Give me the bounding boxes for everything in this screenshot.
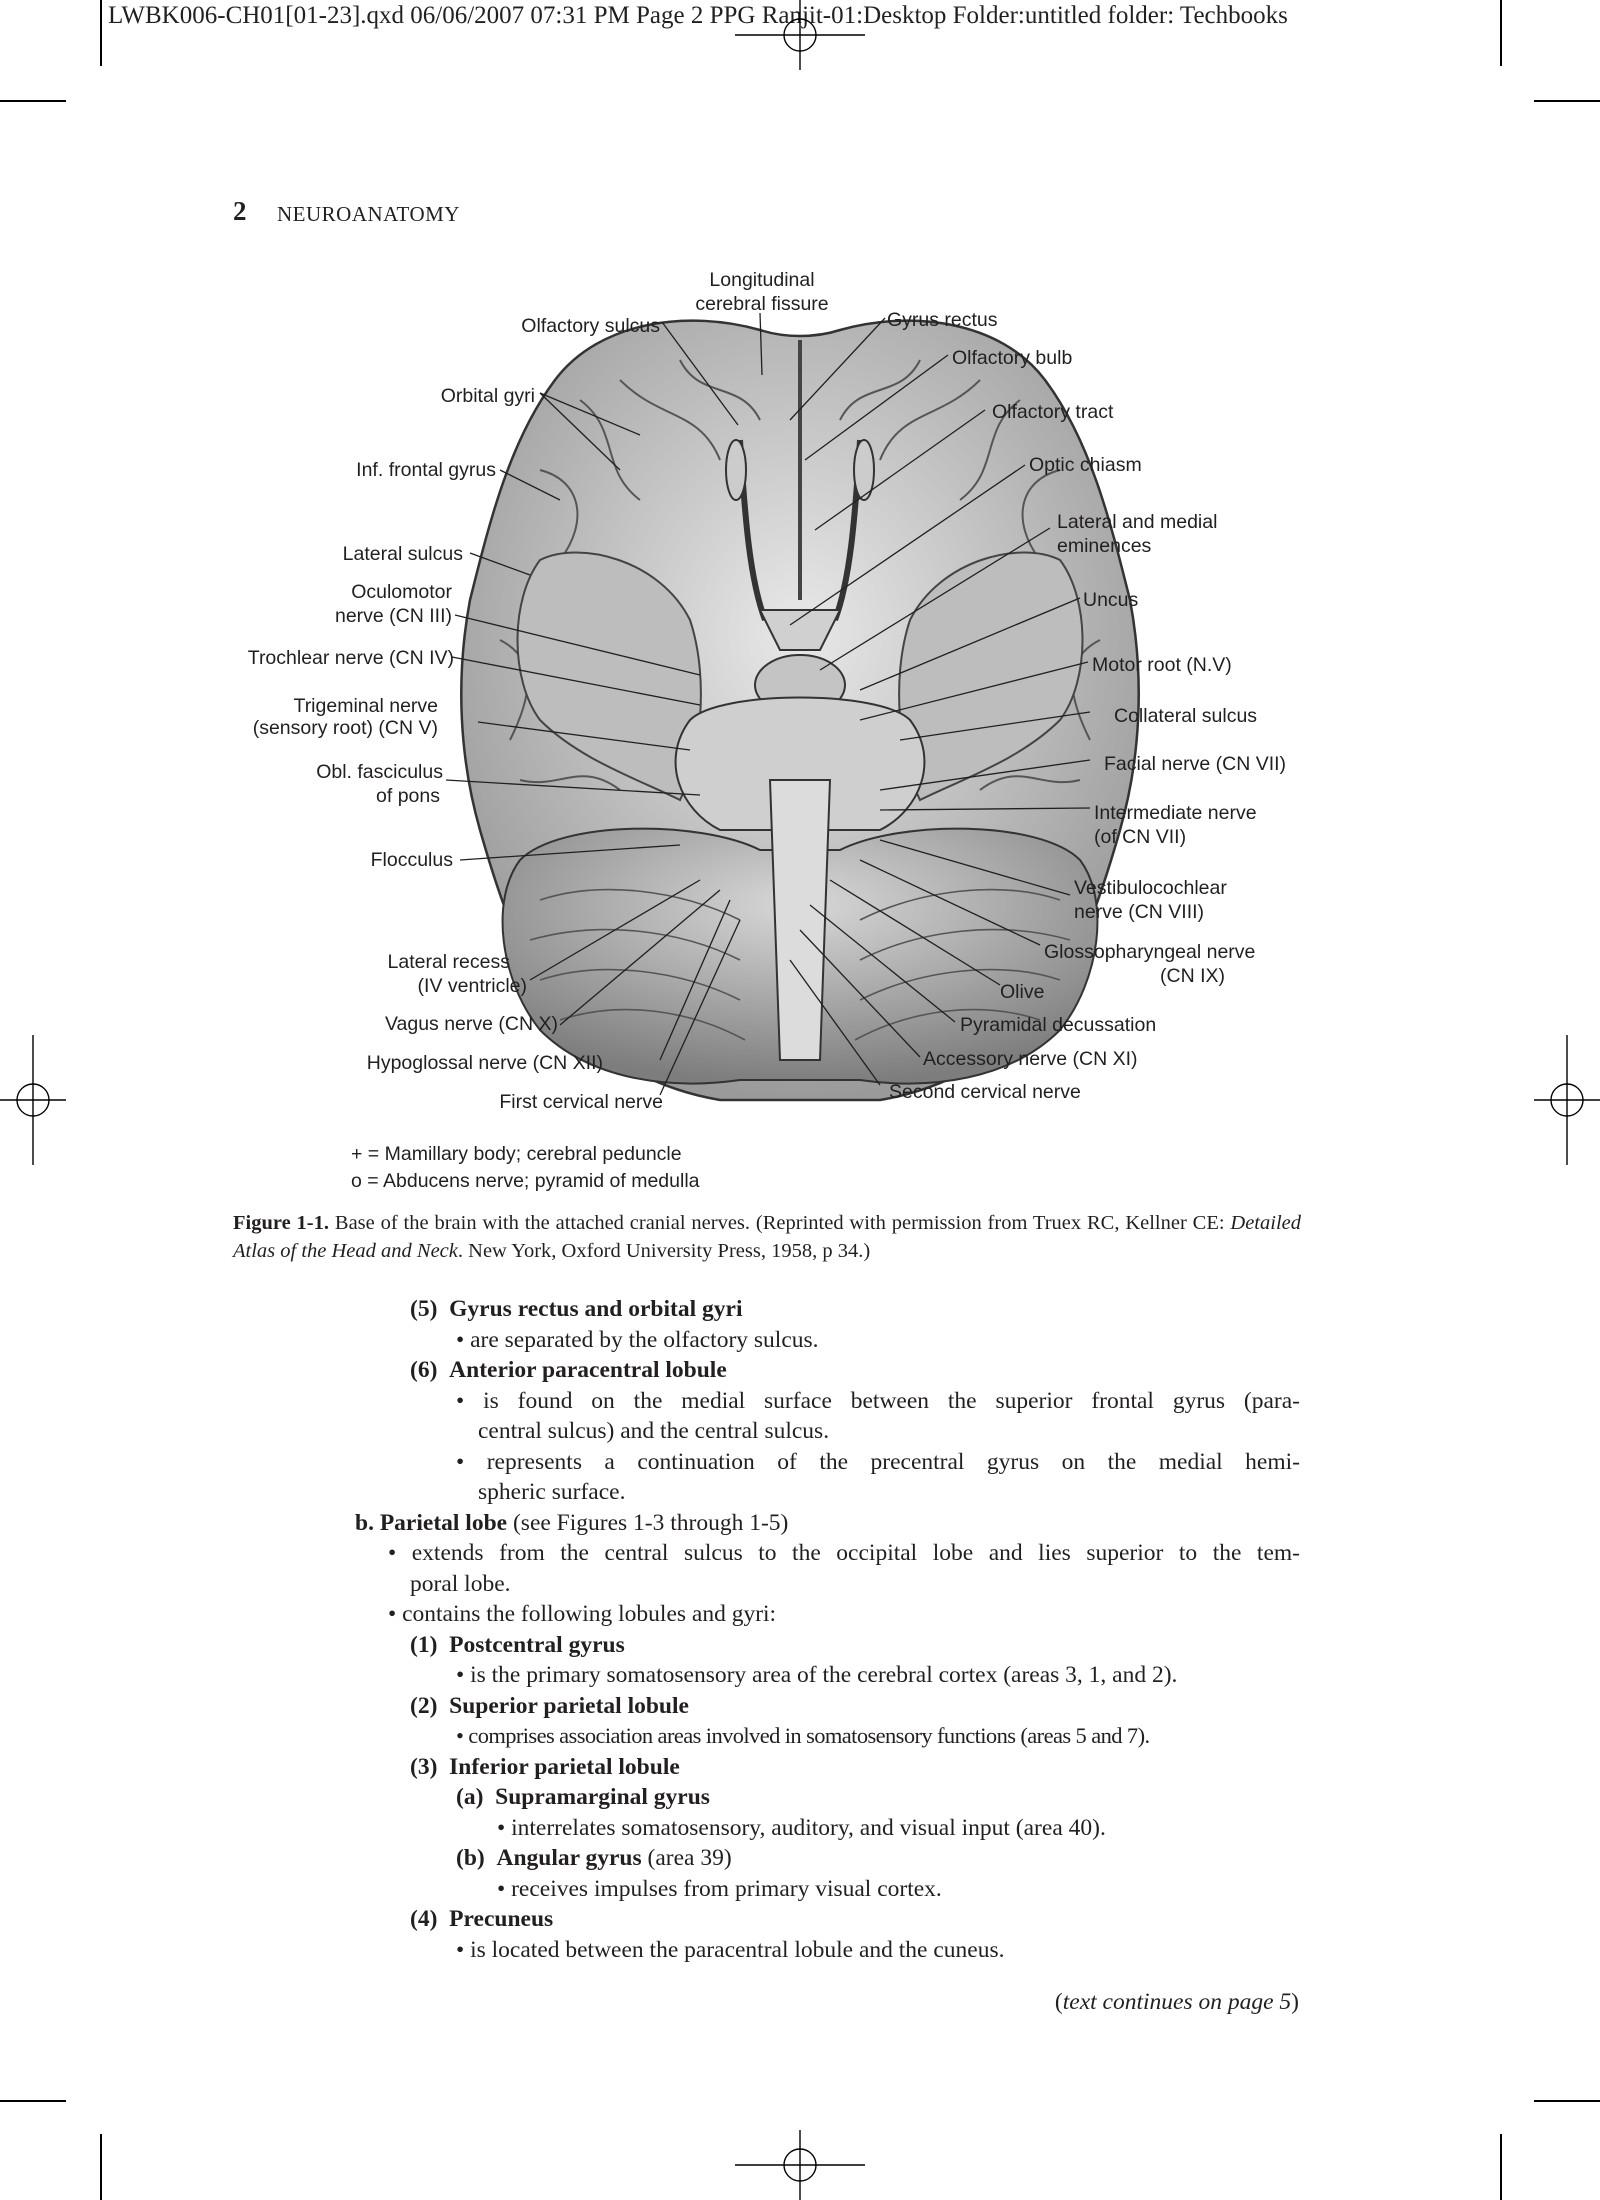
- bullet: • is the primary somatosensory area of t…: [456, 1662, 1178, 1688]
- label-left: Trigeminal nerve: [294, 695, 439, 717]
- label-right: Accessory nerve (CN XI): [923, 1048, 1138, 1070]
- crop-mark: [100, 0, 102, 66]
- label-left: Olfactory sulcus: [521, 315, 660, 337]
- label-right: Collateral sulcus: [1114, 705, 1257, 727]
- list-item: (b) Angular gyrus (area 39): [456, 1845, 732, 1871]
- registration-mark-icon: [1534, 1035, 1600, 1165]
- label-left: Oculomotor: [351, 581, 452, 603]
- list-item: (a) Supramarginal gyrus: [456, 1784, 710, 1810]
- bullet: • represents a continuation of the prece…: [456, 1449, 1300, 1475]
- bullet: • is found on the medial surface between…: [456, 1388, 1300, 1414]
- list-item: (2) Superior parietal lobule: [410, 1693, 689, 1719]
- caption-text-2: . New York, Oxford University Press, 195…: [457, 1240, 871, 1262]
- bullet: • interrelates somatosensory, auditory, …: [497, 1815, 1106, 1841]
- bullet-cont: spheric surface.: [478, 1479, 626, 1505]
- bullet: • is located between the paracentral lob…: [456, 1937, 1005, 1963]
- label-left: Inf. frontal gyrus: [356, 459, 496, 481]
- label-right: Optic chiasm: [1029, 454, 1142, 476]
- label-left: Lateral recess: [388, 951, 511, 973]
- brain-base-figure: Longitudinal cerebral fissure Olfactory …: [248, 269, 1286, 1113]
- bullet: • contains the following lobules and gyr…: [388, 1601, 777, 1627]
- label-longitudinal-2: cerebral fissure: [695, 293, 828, 315]
- list-item: (5) Gyrus rectus and orbital gyri: [410, 1296, 743, 1322]
- label-right: Facial nerve (CN VII): [1104, 753, 1286, 775]
- list-item: (6) Anterior paracentral lobule: [410, 1357, 727, 1383]
- label-right: Olive: [1000, 981, 1044, 1003]
- crop-mark: [1534, 100, 1600, 102]
- registration-mark-icon: [735, 2130, 865, 2200]
- label-left: Hypoglossal nerve (CN XII): [367, 1052, 603, 1074]
- label-left: Orbital gyri: [441, 385, 535, 407]
- caption-label: Figure 1-1.: [233, 1212, 330, 1234]
- label-right: Intermediate nerve: [1094, 802, 1257, 824]
- label-right: Glossopharyngeal nerve: [1044, 941, 1255, 963]
- figure-legend-1: + = Mamillary body; cerebral peduncle: [351, 1143, 682, 1165]
- label-right: Gyrus rectus: [887, 309, 998, 331]
- slug-line: LWBK006-CH01[01-23].qxd 06/06/2007 07:31…: [108, 2, 1288, 29]
- label-left: Lateral sulcus: [343, 543, 464, 565]
- caption-italic: Detailed Atlas of the Head and Neck: [233, 1212, 1301, 1262]
- label-right: Uncus: [1083, 589, 1139, 611]
- caption-text: Base of the brain with the attached cran…: [334, 1212, 1231, 1234]
- list-item: (1) Postcentral gyrus: [410, 1632, 625, 1658]
- brain-illustration: [460, 319, 1140, 1102]
- label-right: eminences: [1057, 535, 1152, 557]
- figure-legend-2: o = Abducens nerve; pyramid of medulla: [351, 1170, 700, 1192]
- label-left: (IV ventricle): [418, 975, 527, 997]
- label-right: nerve (CN VIII): [1074, 901, 1204, 923]
- list-item: (3) Inferior parietal lobule: [410, 1754, 680, 1780]
- list-item: b. Parietal lobe (see Figures 1-3 throug…: [355, 1510, 789, 1536]
- figure-caption: Figure 1-1. Base of the brain with the a…: [233, 1209, 1301, 1265]
- bullet-cont: central sulcus) and the central sulcus.: [478, 1418, 830, 1444]
- leader-lines: [445, 312, 1091, 1096]
- crop-mark: [0, 2100, 66, 2102]
- label-right: Olfactory tract: [992, 401, 1114, 423]
- label-left: Obl. fasciculus: [316, 761, 443, 783]
- label-left: Vagus nerve (CN X): [385, 1013, 558, 1035]
- crop-mark: [1500, 2134, 1502, 2200]
- label-left: (sensory root) (CN V): [253, 717, 438, 739]
- label-left: Trochlear nerve (CN IV): [248, 647, 454, 669]
- running-head: NEUROANATOMY: [277, 202, 460, 226]
- label-right: Lateral and medial: [1057, 511, 1217, 533]
- bullet: • receives impulses from primary visual …: [497, 1876, 942, 1902]
- crop-mark: [100, 2134, 102, 2200]
- bullet: • comprises association areas involved i…: [456, 1723, 1150, 1748]
- label-right: Motor root (N.V): [1092, 654, 1232, 676]
- label-right: Olfactory bulb: [952, 347, 1072, 369]
- label-left: First cervical nerve: [499, 1091, 663, 1113]
- label-left: nerve (CN III): [335, 605, 452, 627]
- crop-mark: [0, 100, 66, 102]
- page-number: 2: [233, 196, 247, 226]
- label-right: (of CN VII): [1094, 826, 1186, 848]
- label-left: Flocculus: [371, 849, 454, 871]
- figure-labels: Longitudinal cerebral fissure Olfactory …: [248, 269, 1286, 1113]
- text-continues-note: (text continues on page 5): [1054, 1989, 1299, 2015]
- label-right: (CN IX): [1160, 965, 1225, 987]
- crop-mark: [1534, 2100, 1600, 2102]
- bullet: • are separated by the olfactory sulcus.: [456, 1327, 819, 1353]
- crop-mark: [1500, 0, 1502, 66]
- registration-mark-icon: [735, 0, 865, 70]
- bullet-cont: poral lobe.: [410, 1571, 511, 1597]
- label-right: Pyramidal decussation: [960, 1014, 1156, 1036]
- registration-mark-icon: [0, 1035, 66, 1165]
- bullet: • extends from the central sulcus to the…: [388, 1540, 1300, 1566]
- list-item: (4) Precuneus: [410, 1906, 554, 1932]
- label-right: Vestibulocochlear: [1074, 877, 1227, 899]
- label-left: of pons: [376, 785, 440, 807]
- label-longitudinal: Longitudinal: [709, 269, 814, 291]
- label-right: Second cervical nerve: [889, 1081, 1081, 1103]
